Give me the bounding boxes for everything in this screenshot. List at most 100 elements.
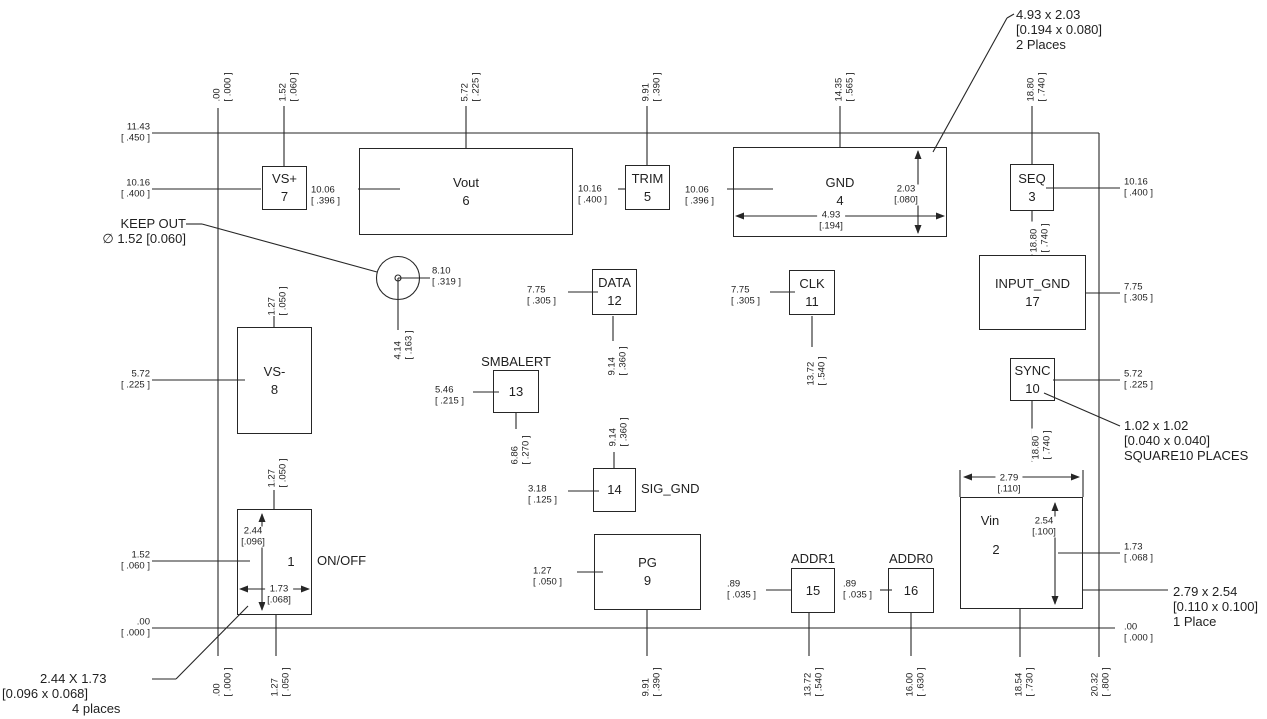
dim-label: 9.91[ .390 ] (640, 72, 663, 102)
pad-name-vin: Vin (980, 513, 1000, 528)
dim-label: 5.72[ .225 ] (460, 72, 482, 102)
dim-mm: 6.86 (509, 446, 521, 465)
dim-inch: [ .740 ] (1036, 72, 1047, 102)
pad-pg (594, 534, 701, 610)
pad-name: DATA (598, 275, 631, 290)
pad-number-vin: 2 (992, 542, 1000, 557)
dim-label: 16.00[ .630 ] (904, 667, 927, 697)
dim-label: 10.06[ .396 ] (685, 185, 714, 207)
dim-label: 18.80[ .740 ] (1030, 428, 1053, 462)
dim-inch: [ .565 ] (844, 72, 855, 102)
dim-label: 2.44[.096] (239, 526, 267, 548)
dim-mm: 2.79 (999, 472, 1019, 484)
dim-mm: 7.75 (1124, 281, 1143, 293)
dim-inch: [ .360 ] (618, 417, 629, 447)
dim-mm: 1.27 (266, 469, 278, 488)
pad-addr0 (888, 568, 934, 613)
square-pads-callout: [0.040 x 0.040] (1124, 433, 1211, 448)
dim-label: 18.80[ .740 ] (1028, 221, 1051, 255)
dim-label: 18.54[ .730 ] (1014, 667, 1036, 696)
onoff-pad-callout: [0.096 x 0.068] (2, 686, 89, 701)
dim-label: 1.73[ .068 ] (1124, 542, 1154, 564)
dim-mm: 13.72 (805, 361, 817, 386)
pad-name: GND (825, 175, 855, 190)
dim-mm: 1.27 (269, 678, 281, 697)
dim-inch: [ .068 ] (1124, 552, 1154, 563)
dim-mm: 10.16 (578, 183, 602, 195)
dim-inch: [ .630 ] (915, 667, 926, 697)
dim-mm: 16.00 (904, 672, 916, 697)
dim-mm: 1.52 (277, 83, 289, 102)
keepout-circle (375, 255, 421, 301)
dim-inch: [ .125 ] (528, 494, 558, 505)
dim-inch: [ .000 ] (222, 72, 233, 102)
dim-inch: [ .225 ] (470, 72, 481, 102)
dim-inch: [ .540 ] (813, 667, 824, 697)
dim-label: 9.91[ .390 ] (641, 667, 663, 696)
pad-clk (789, 270, 835, 315)
keepout-label: ∅ 1.52 [0.060] (102, 231, 186, 246)
dim-mm: 9.91 (640, 83, 652, 102)
dim-label: 13.72[ .540 ] (803, 667, 825, 697)
pad-name: Vout (452, 174, 480, 190)
keepout-label: KEEP OUT (120, 216, 186, 231)
dim-inch: [ .050 ] (533, 576, 563, 587)
pad-name: SEQ (1018, 170, 1046, 186)
dim-mm: 4.14 (392, 341, 404, 360)
dim-label: 1.73[.068] (265, 583, 293, 606)
dim-inch: [.080] (894, 194, 918, 205)
pad-number: 9 (643, 573, 652, 588)
vin-pad-callout: [0.110 x 0.100] (1173, 599, 1259, 614)
dim-mm: .89 (843, 578, 857, 590)
dim-mm: .00 (136, 616, 150, 628)
dim-label: 2.03[.080] (892, 183, 920, 206)
dim-label: 2.79[.110] (995, 472, 1023, 495)
pad-name: PG (638, 555, 657, 570)
dim-label: 20.32[ .800 ] (1090, 667, 1112, 696)
dim-inch: [ .305 ] (731, 295, 761, 306)
dim-mm: 18.80 (1028, 228, 1040, 253)
pad-number: 10 (1025, 380, 1040, 396)
dim-inch: [ .270 ] (520, 435, 531, 465)
dim-label: .00[ .000 ] (212, 72, 234, 102)
pad-label-gnd: GND 4 (733, 147, 947, 237)
dim-label: .00[ .000 ] (120, 616, 150, 639)
pad-number: 12 (607, 293, 622, 308)
square-pads-callout: 1.02 x 1.02 (1124, 418, 1189, 433)
pad-addr1 (791, 568, 835, 613)
pad-number-smbalert: 13 (508, 383, 524, 399)
dim-mm: 10.16 (1124, 176, 1148, 188)
dim-inch: [ .000 ] (1124, 632, 1154, 643)
dim-inch: [ .540 ] (816, 356, 827, 386)
pad-name-addr0: ADDR0 (888, 551, 934, 566)
dim-mm: .00 (1124, 621, 1138, 633)
dim-mm: 1.73 (269, 583, 289, 595)
dim-mm: 4.93 (821, 209, 841, 221)
pad-number-addr0: 16 (903, 582, 919, 598)
dim-mm: 5.72 (131, 368, 151, 380)
dim-mm: .89 (727, 578, 741, 590)
dim-mm: 18.80 (1030, 435, 1042, 460)
dim-mm: 1.27 (266, 297, 278, 316)
dim-mm: 9.14 (606, 357, 618, 376)
pad-name: INPUT_GND (994, 275, 1071, 291)
dim-inch: [ .163 ] (403, 330, 414, 360)
pad-number: 4 (836, 193, 844, 208)
dim-mm: 9.14 (607, 428, 619, 447)
pad-vin (960, 497, 1083, 609)
dim-mm: 2.03 (896, 183, 916, 195)
dim-label: 1.52[ .060 ] (277, 72, 300, 102)
dim-mm: 5.46 (435, 384, 454, 396)
pad-label-pg: PG 9 (594, 534, 701, 610)
pad-vout (359, 148, 573, 235)
dim-inch: [ .360 ] (617, 346, 628, 376)
dim-inch: [.110] (997, 483, 1021, 494)
dim-mm: 11.43 (126, 121, 150, 133)
dim-inch: [ .225 ] (1124, 379, 1154, 390)
dim-inch: [ .000 ] (120, 627, 150, 638)
dim-mm: 1.52 (131, 549, 151, 561)
dim-inch: [ .050 ] (277, 458, 288, 488)
pad-number: 5 (643, 188, 652, 204)
